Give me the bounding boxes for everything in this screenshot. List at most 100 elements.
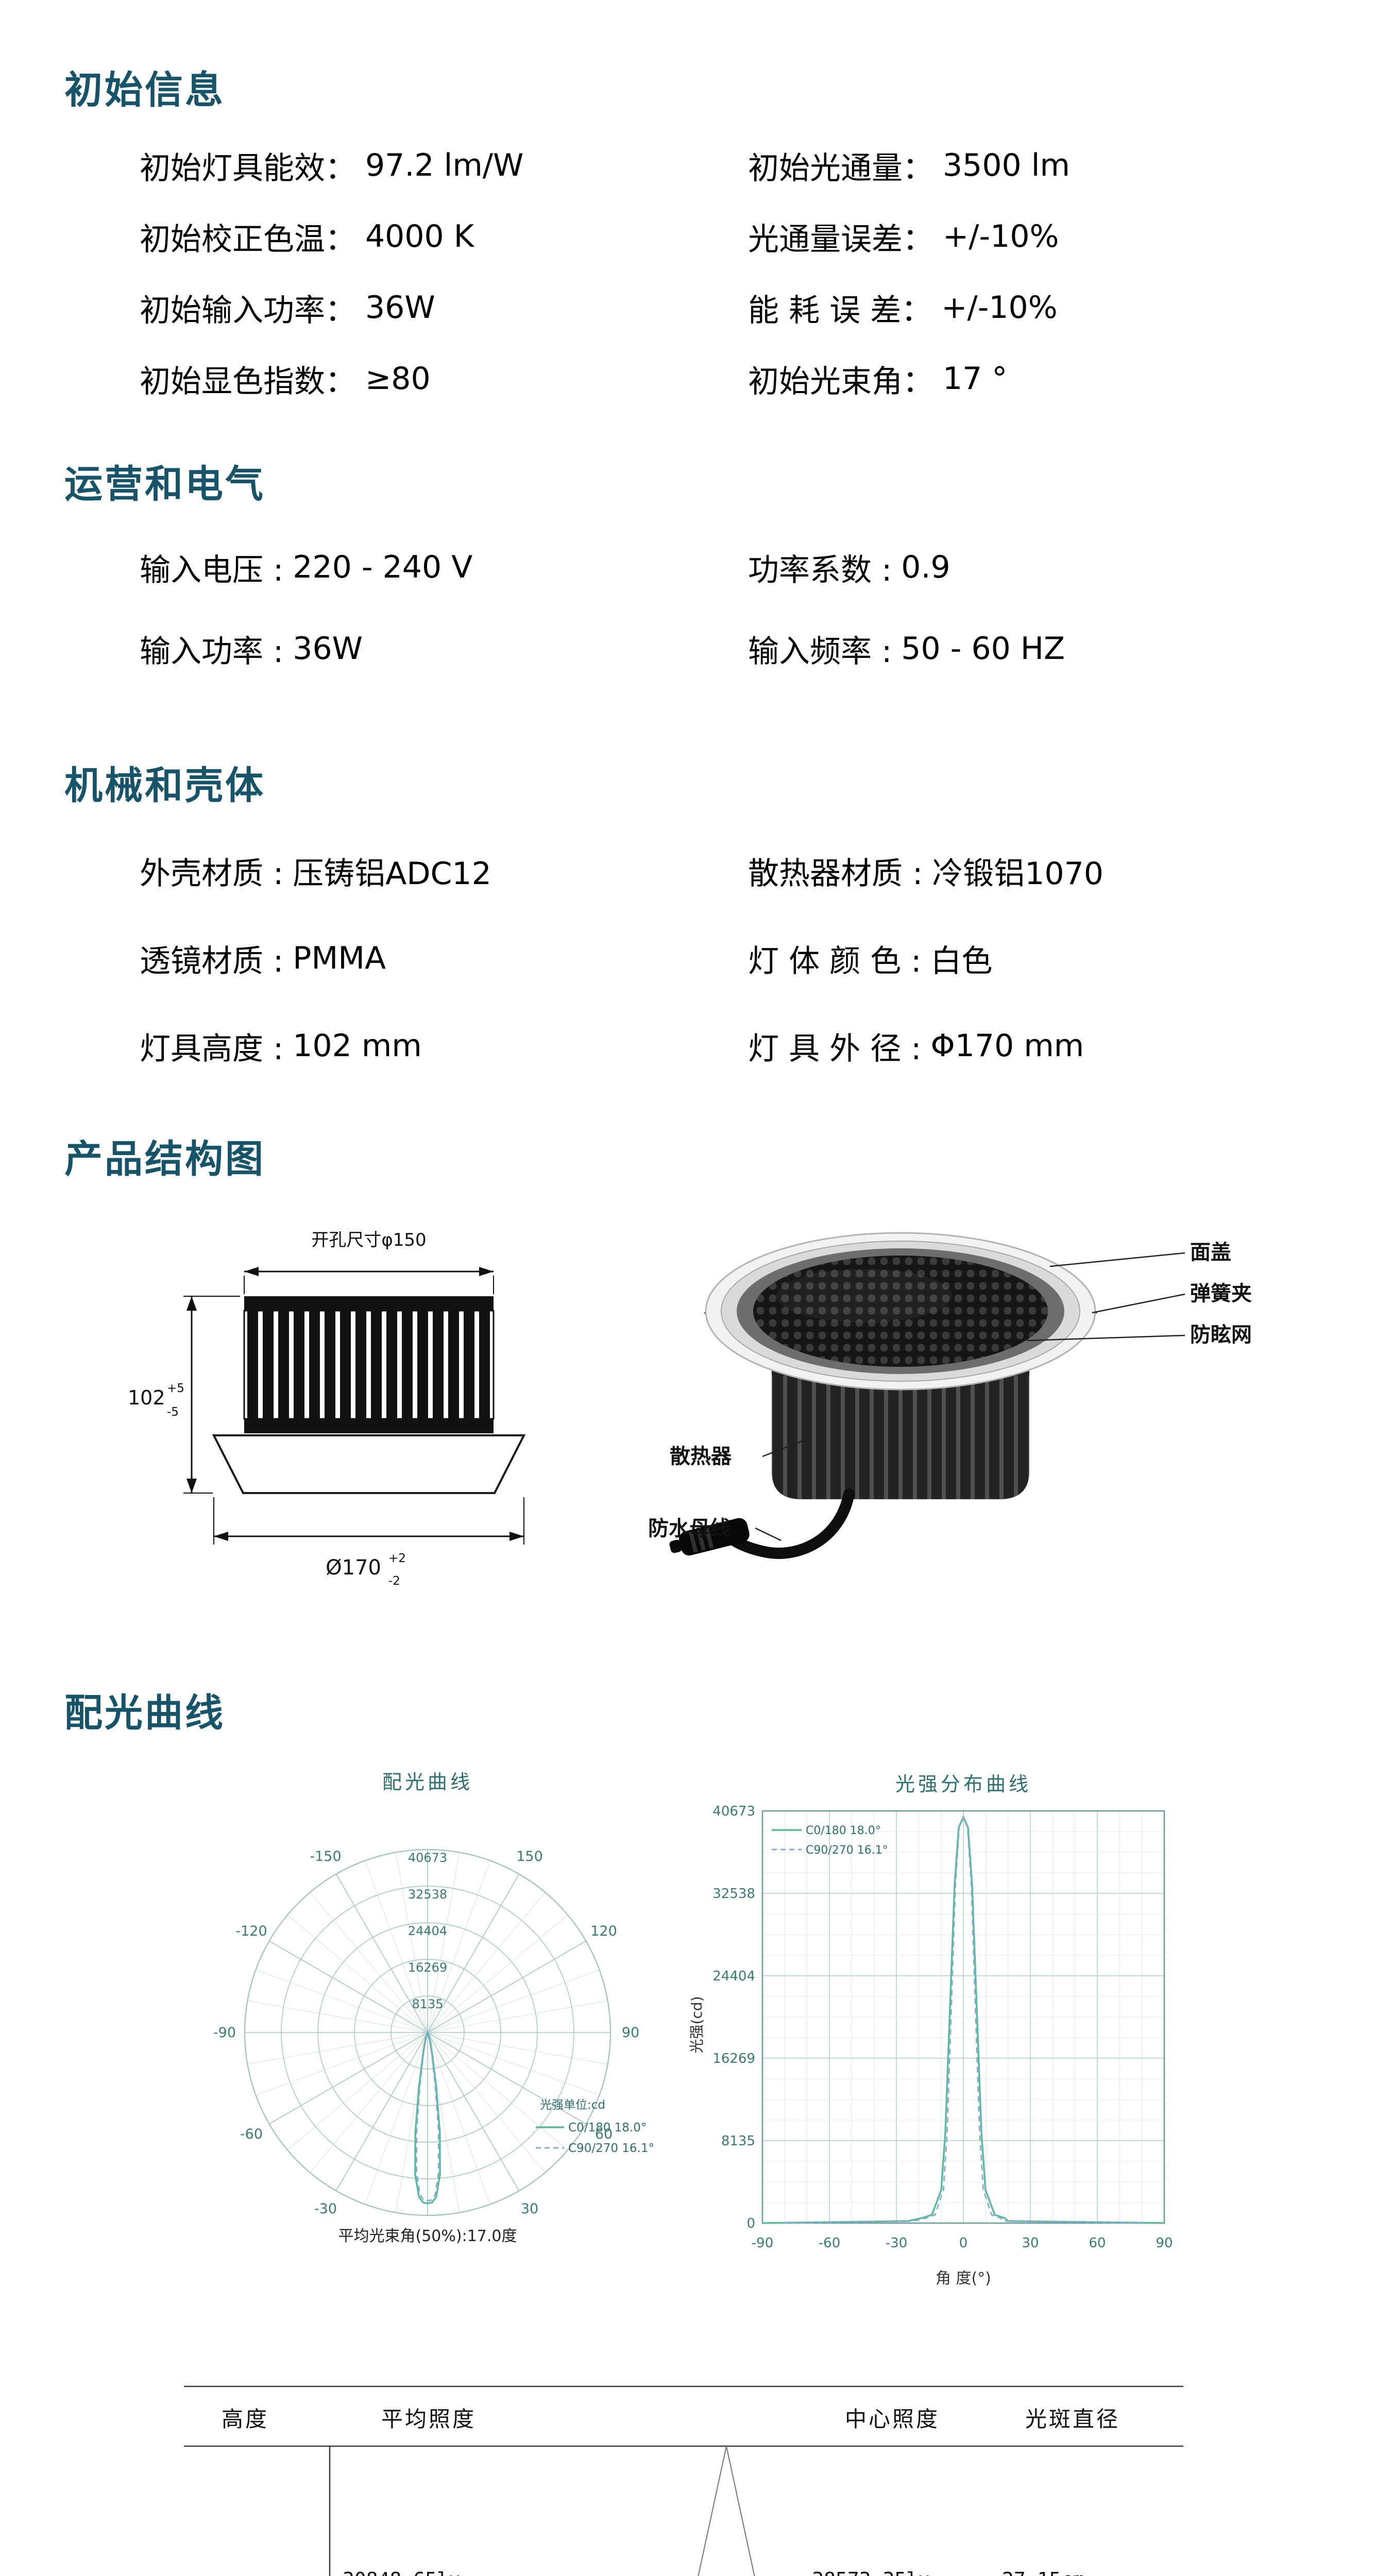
spec-row: 初始显色指数：≥80 初始光束角：17 ° bbox=[140, 343, 1314, 414]
polar-rtick: 24404 bbox=[408, 1924, 447, 1938]
spec-row: 初始校正色温：4000 K 光通量误差： +/-10% bbox=[140, 201, 1314, 272]
y-tick: 0 bbox=[746, 2216, 755, 2231]
cone-header-height: 高度 bbox=[222, 2406, 269, 2432]
section-title-mechanical: 机械和壳体 bbox=[64, 764, 265, 808]
spec-label: 灯具高度 : bbox=[140, 1030, 284, 1067]
x-tick: -60 bbox=[819, 2235, 840, 2251]
spec-label: 灯 体 颜 色 : bbox=[748, 943, 922, 979]
cutout-dimension-label: 开孔尺寸φ150 bbox=[311, 1230, 426, 1250]
cone-header-center: 中心照度 bbox=[845, 2406, 940, 2432]
spec-value: 3500 lm bbox=[943, 147, 1070, 183]
spec-value: ≥80 bbox=[365, 361, 431, 397]
curve-chart-title: 光强分布曲线 bbox=[895, 1773, 1031, 1795]
waterproof-cable-photo bbox=[669, 1488, 855, 1559]
x-tick: -30 bbox=[886, 2235, 907, 2251]
product-photo-with-callouts: 面盖 弹簧夹 防眩网 散热器 防水母线 bbox=[648, 1232, 1252, 1559]
spring-clip-label: 弹簧夹 bbox=[1190, 1282, 1252, 1306]
light-cone bbox=[698, 2446, 755, 2576]
y-tick: 8135 bbox=[721, 2133, 755, 2149]
intensity-distribution-chart: 光强分布曲线 C0/180 18.0° C90/270 16.1° 0 8135… bbox=[688, 1773, 1173, 2287]
illuminance-cone-diagram: 高度 平均照度 中心照度 光斑直径 1.00m 30848.65lx 38573… bbox=[184, 2385, 1183, 2576]
spec-row: 输入电压 :220 - 240 V 功率系数 :0.9 bbox=[140, 527, 1314, 608]
spec-label: 能 耗 误 差： bbox=[748, 292, 932, 329]
spec-value: 220 - 240 V bbox=[293, 549, 473, 585]
spec-value: 压铸铝ADC12 bbox=[293, 855, 491, 892]
spec-label: 初始光通量： bbox=[748, 150, 933, 187]
polar-angle-label: -90 bbox=[213, 2025, 236, 2041]
diameter-tolerance-minus: -2 bbox=[388, 1574, 400, 1588]
cone-header-spot: 光斑直径 bbox=[1025, 2406, 1120, 2432]
height-dimension-line bbox=[183, 1296, 240, 1494]
polar-chart-title: 配光曲线 bbox=[382, 1771, 473, 1793]
spec-label: 输入频率 : bbox=[748, 633, 892, 670]
lamp-face bbox=[705, 1232, 1096, 1391]
spec-label: 透镜材质 : bbox=[140, 943, 284, 979]
polar-angle-label: -60 bbox=[240, 2126, 263, 2142]
beam-lobe-c90 bbox=[416, 2030, 439, 2202]
diameter-tolerance-plus: +2 bbox=[388, 1552, 406, 1565]
polar-rtick: 40673 bbox=[408, 1851, 447, 1865]
legend-c90-label: C90/270 16.1° bbox=[806, 1844, 888, 1857]
intensity-curve-c90 bbox=[782, 1815, 1145, 2224]
face-cover-label: 面盖 bbox=[1190, 1241, 1231, 1264]
polar-angle-label: 90 bbox=[622, 2025, 639, 2041]
product-dimension-drawing: 开孔尺寸φ150 102 +5 -5 bbox=[128, 1230, 526, 1588]
spec-label: 灯 具 外 径 : bbox=[748, 1030, 922, 1067]
y-axis-label: 光强(cd) bbox=[688, 1996, 705, 2053]
polar-angle-label: -150 bbox=[310, 1849, 341, 1865]
polar-caption-beam-angle: 平均光束角(50%):17.0度 bbox=[338, 2227, 517, 2245]
legend-unit-label: 光强单位:cd bbox=[540, 2098, 605, 2112]
cutout-dimension-line bbox=[244, 1267, 494, 1294]
polar-angle-label: -30 bbox=[314, 2201, 337, 2217]
x-tick: 60 bbox=[1089, 2235, 1106, 2251]
spec-value: +/-10% bbox=[943, 218, 1059, 255]
spec-value: 白色 bbox=[930, 943, 993, 979]
polar-angle-label: -120 bbox=[235, 1923, 267, 1939]
anti-glare-mesh-label: 防眩网 bbox=[1190, 1323, 1252, 1347]
cable-connector bbox=[669, 1518, 750, 1556]
section-title-electrical: 运营和电气 bbox=[64, 462, 265, 506]
x-tick: 90 bbox=[1156, 2235, 1173, 2251]
spec-value: 36W bbox=[293, 631, 363, 667]
polar-rtick: 16269 bbox=[408, 1960, 447, 1975]
y-tick: 40673 bbox=[712, 1804, 755, 1819]
mechanical-rows: 外壳材质 :压铸铝ADC12 散热器材质 :冷锻铝1070 透镜材质 :PMMA… bbox=[140, 827, 1314, 1090]
plot-border bbox=[761, 1810, 1165, 2224]
polar-legend: 光强单位:cd C0/180 18.0° C90/270 16.1° bbox=[536, 2098, 654, 2155]
polar-angle-label: 30 bbox=[521, 2201, 538, 2217]
polar-angle-label: 60 bbox=[595, 2126, 613, 2142]
initial-info-rows: 初始灯具能效：97.2 lm/W 初始光通量：3500 lm 初始校正色温：40… bbox=[140, 130, 1314, 414]
spec-label: 光通量误差： bbox=[748, 221, 933, 258]
spec-label: 初始输入功率： bbox=[140, 292, 356, 329]
legend-c0-label: C0/180 18.0° bbox=[568, 2121, 647, 2134]
spec-value: 0.9 bbox=[901, 549, 950, 585]
heatsink-photo bbox=[772, 1360, 1029, 1499]
spec-row: 外壳材质 :压铸铝ADC12 散热器材质 :冷锻铝1070 bbox=[140, 827, 1314, 914]
y-tick: 16269 bbox=[712, 2051, 755, 2066]
section-title-structure: 产品结构图 bbox=[64, 1137, 265, 1181]
spec-label: 外壳材质 : bbox=[140, 855, 284, 892]
spec-label: 输入功率 : bbox=[140, 633, 284, 670]
spec-value: 4000 K bbox=[365, 218, 474, 255]
spec-value: 102 mm bbox=[293, 1028, 422, 1064]
spec-label: 初始校正色温： bbox=[140, 221, 356, 258]
electrical-rows: 输入电压 :220 - 240 V 功率系数 :0.9 输入功率 :36W 输入… bbox=[140, 527, 1314, 689]
waterproof-cable-label: 防水母线 bbox=[648, 1517, 731, 1540]
spec-value: +/-10% bbox=[941, 290, 1058, 326]
curve-legend: C0/180 18.0° C90/270 16.1° bbox=[772, 1824, 888, 1857]
polar-angle-label: 150 bbox=[516, 1849, 543, 1865]
spec-label: 初始显色指数： bbox=[140, 363, 356, 400]
cone-header-avg: 平均照度 bbox=[381, 2406, 476, 2432]
height-tolerance-minus: -5 bbox=[167, 1405, 179, 1419]
section-title-photometry: 配光曲线 bbox=[64, 1691, 225, 1735]
spec-value: PMMA bbox=[293, 940, 386, 976]
legend-c90-label: C90/270 16.1° bbox=[568, 2142, 654, 2155]
spec-value: 冷锻铝1070 bbox=[932, 855, 1103, 892]
polar-angle-label: 120 bbox=[590, 1923, 617, 1939]
spec-row: 初始输入功率：36W 能 耗 误 差：+/-10% bbox=[140, 272, 1314, 343]
polar-rtick: 32538 bbox=[408, 1887, 447, 1902]
height-dimension-value: 102 bbox=[128, 1386, 165, 1409]
cone-center-lux: 38573.35lx bbox=[812, 2568, 930, 2576]
spec-value: 17 ° bbox=[943, 361, 1008, 397]
